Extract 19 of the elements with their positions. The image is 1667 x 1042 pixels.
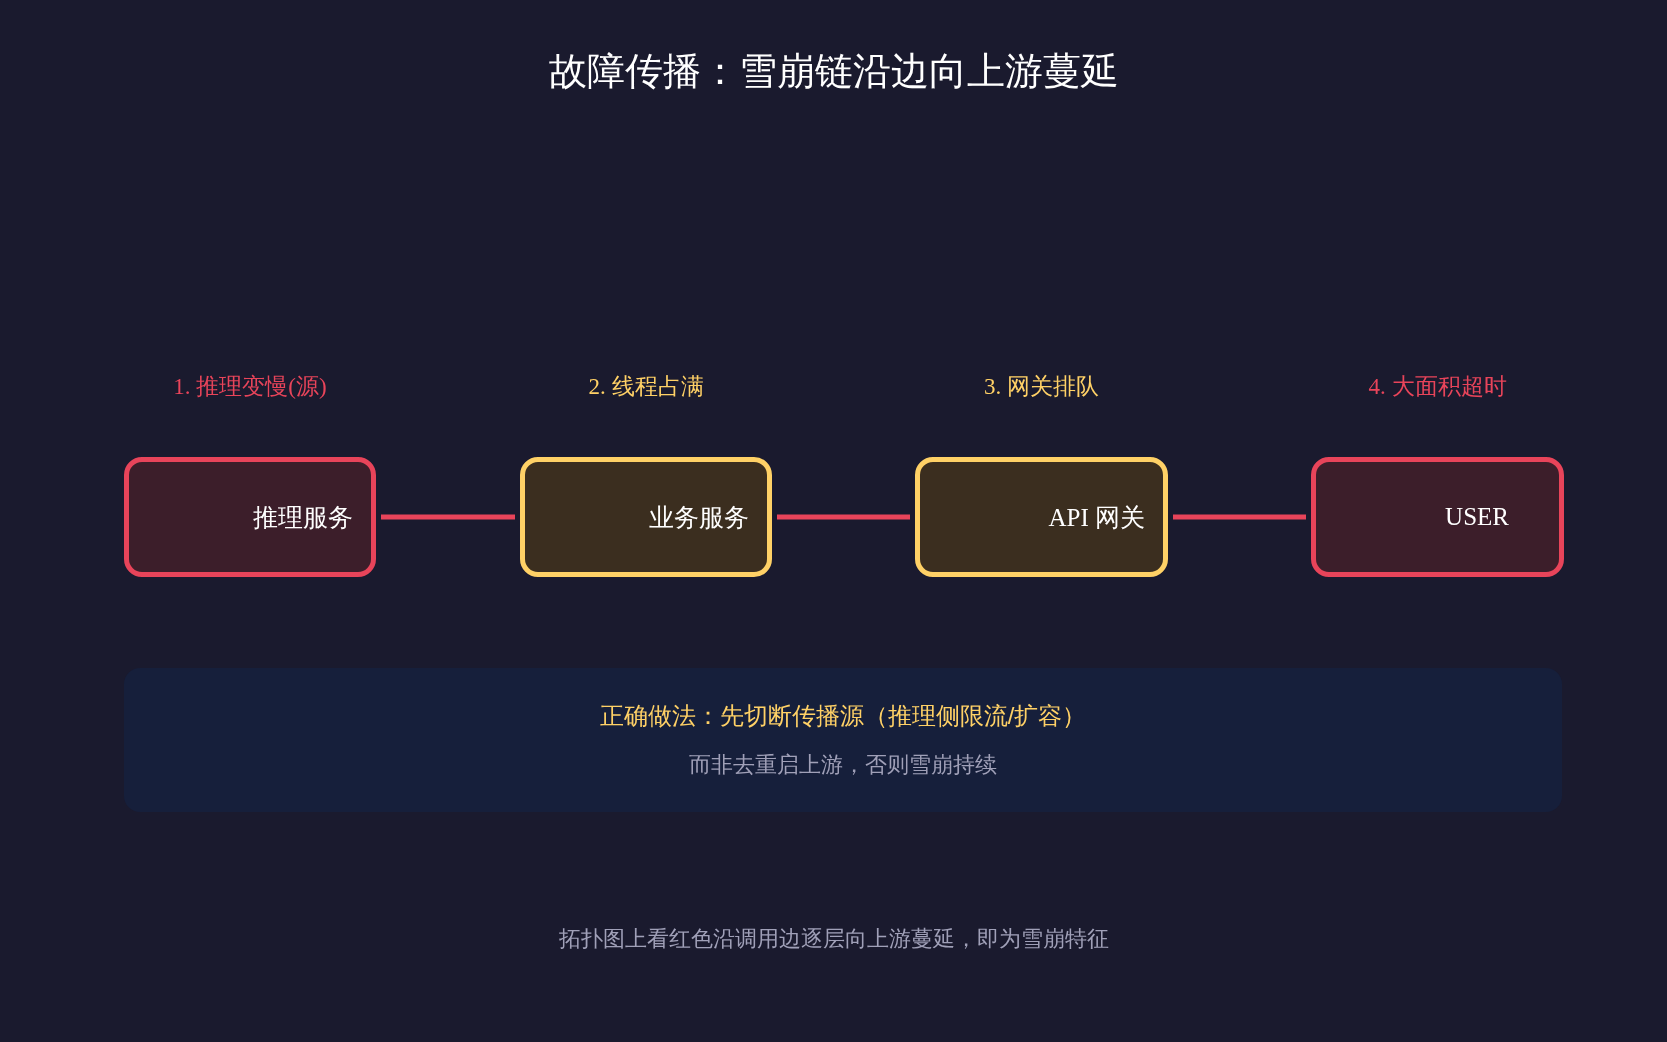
step-label: 3. 网关排队 [984, 373, 1099, 401]
service-name: 推理服务 [253, 502, 353, 533]
step-label: 4. 大面积超时 [1368, 373, 1507, 401]
service-name: 业务服务 [649, 502, 749, 533]
note-text: 而非去重启上游，否则雪崩持续 [689, 751, 997, 779]
connector-line [1173, 514, 1306, 520]
service-name: API 网关 [1048, 502, 1145, 533]
service-box [1311, 457, 1564, 577]
step-label: 2. 线程占满 [588, 373, 704, 401]
note-heading: 正确做法：先切断传播源（推理侧限流/扩容） [599, 701, 1087, 731]
service-box [915, 457, 1168, 577]
caption: 拓扑图上看红色沿调用边逐层向上游蔓延，即为雪崩特征 [558, 925, 1109, 953]
service-box [124, 457, 376, 577]
diagram-title: 故障传播：雪崩链沿边向上游蔓延 [548, 49, 1119, 94]
service-box [520, 457, 772, 577]
connector-line [777, 514, 910, 520]
service-name: USER [1445, 503, 1509, 531]
step-label: 1. 推理变慢(源) [173, 373, 327, 401]
connector-line [381, 514, 515, 520]
